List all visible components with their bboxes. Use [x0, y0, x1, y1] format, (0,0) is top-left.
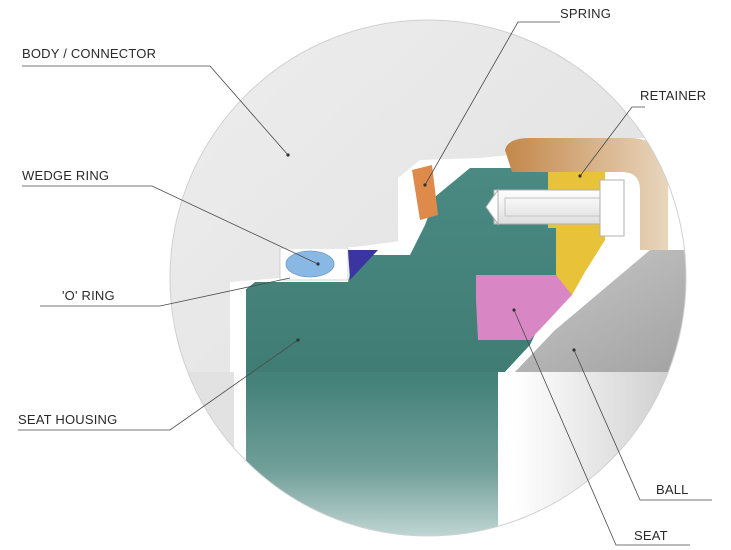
label-ball: BALL: [656, 482, 689, 497]
retainer-shape: [505, 138, 668, 250]
ball-shape: [510, 250, 686, 372]
label-o-ring: 'O' RING: [62, 288, 115, 303]
body-lower-bore: [170, 372, 242, 536]
wedge-ring-shape: [348, 250, 378, 280]
label-body-connector: BODY / CONNECTOR: [22, 46, 156, 61]
seat-shape: [476, 275, 572, 340]
label-seat: SEAT: [634, 528, 668, 543]
housing-ball-gap: [498, 248, 655, 536]
label-seat-housing: SEAT HOUSING: [18, 412, 117, 427]
bolt: [485, 179, 625, 237]
spring-shape: [412, 165, 438, 220]
detail-circle-outline: [169, 19, 687, 537]
o-ring-shape: [285, 250, 335, 278]
bore-overlay: [245, 372, 498, 536]
bore-edge: [234, 282, 246, 536]
callout-leaders: [18, 21, 712, 546]
label-spring: SPRING: [560, 6, 611, 21]
label-retainer: RETAINER: [640, 88, 706, 103]
body-connector-shape: [170, 20, 686, 536]
label-wedge-ring: WEDGE RING: [22, 168, 109, 183]
